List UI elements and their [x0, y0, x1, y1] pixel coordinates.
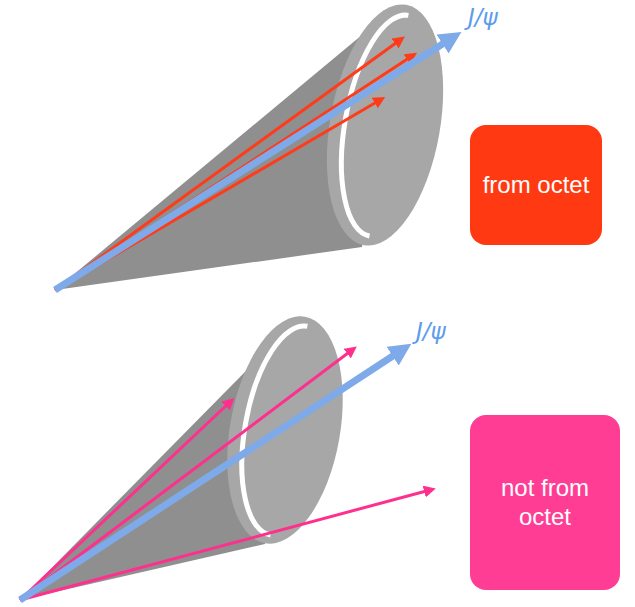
category-box: not from octet	[470, 415, 620, 590]
jet-cone	[55, 0, 460, 290]
particle-label: J/ψ	[416, 318, 446, 344]
box-label: from octet	[483, 171, 590, 200]
non-octet-particles	[20, 350, 430, 600]
particle-label: J/ψ	[468, 4, 498, 30]
jet-cone	[20, 307, 359, 600]
jpsi-arrow	[55, 38, 452, 290]
box-label: not from octet	[482, 474, 608, 532]
jpsi-arrow	[20, 350, 402, 600]
category-box: from octet	[470, 125, 602, 245]
